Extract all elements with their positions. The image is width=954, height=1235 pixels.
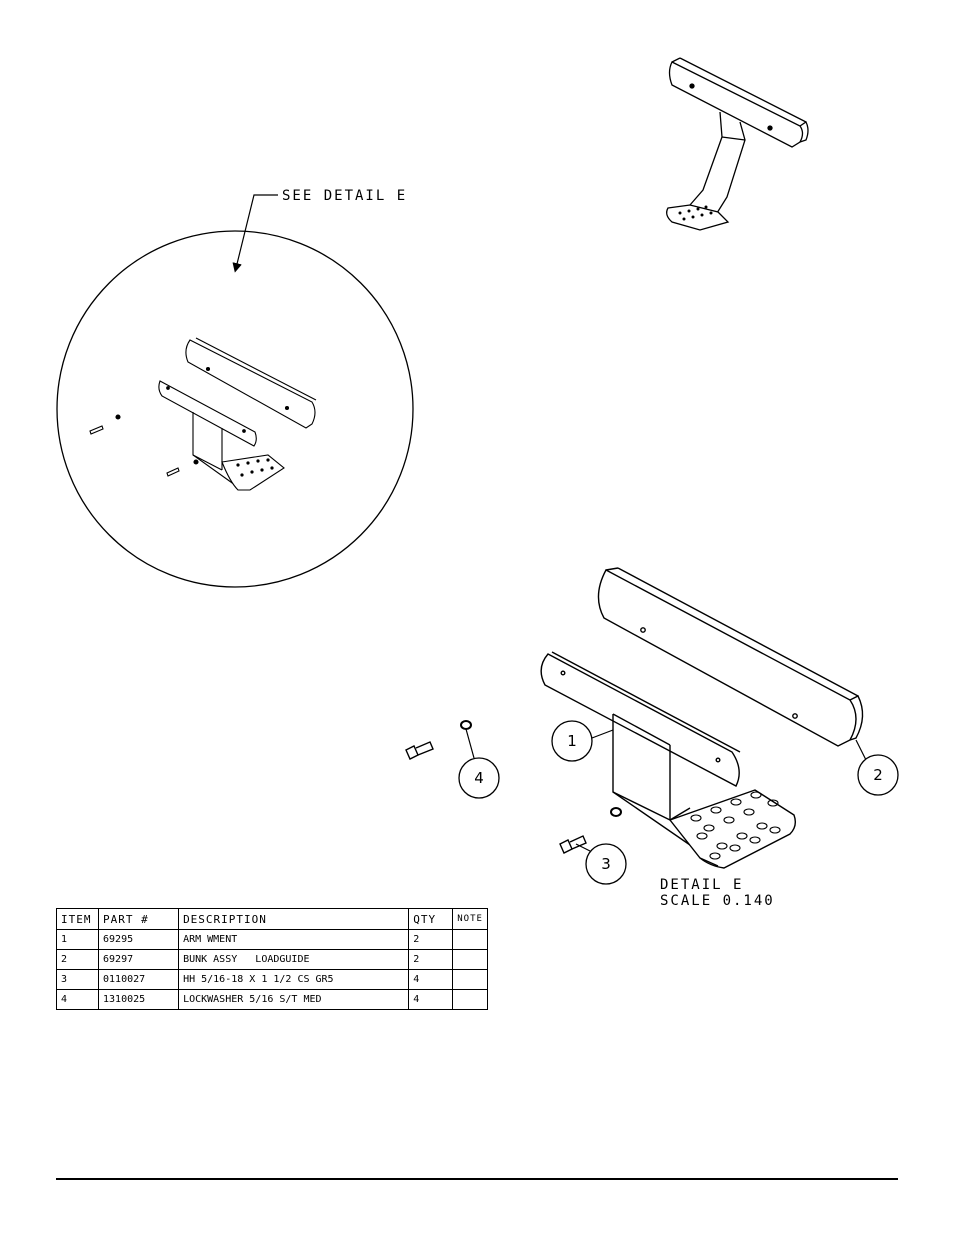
bom-description: BUNK ASSY LOADGUIDE <box>178 949 410 970</box>
bom-header-item: ITEM <box>55 908 100 930</box>
bom-row: 4 1310025 LOCKWASHER 5/16 S/T MED 4 <box>55 989 488 1010</box>
bom-note <box>452 929 488 950</box>
assembled-view <box>666 57 809 231</box>
bom-note <box>452 989 488 1010</box>
bom-row: 1 69295 ARM WMENT 2 <box>55 929 488 950</box>
bom-qty: 2 <box>408 929 454 950</box>
bom-item: 1 <box>55 929 100 950</box>
detail-title-line2: SCALE 0.140 <box>660 893 775 909</box>
bom-item: 4 <box>55 989 100 1010</box>
balloon-2: 2 <box>855 739 899 796</box>
detail-title-line1: DETAIL E <box>660 877 743 893</box>
bom-note <box>452 949 488 970</box>
bom-qty: 4 <box>408 989 454 1010</box>
bom-row: 3 0110027 HH 5/16-18 X 1 1/2 CS GR5 4 <box>55 969 488 990</box>
see-detail-label: SEE DETAIL E <box>282 188 407 204</box>
balloon-3: 3 <box>575 843 627 885</box>
balloon-1-label: 1 <box>567 732 577 750</box>
bill-of-materials-table: ITEM PART # DESCRIPTION QTY NOTE 1 69295… <box>55 908 488 1010</box>
bom-header-qty: QTY <box>408 908 454 930</box>
bom-qty: 2 <box>408 949 454 970</box>
bom-part: 1310025 <box>98 989 180 1010</box>
bom-description: ARM WMENT <box>178 929 410 950</box>
bom-item: 3 <box>55 969 100 990</box>
bom-part: 69295 <box>98 929 180 950</box>
bom-qty: 4 <box>408 969 454 990</box>
bom-header-note: NOTE <box>452 908 488 930</box>
bom-header-description: DESCRIPTION <box>178 908 410 930</box>
balloon-1: 1 <box>551 720 614 762</box>
bom-description: HH 5/16-18 X 1 1/2 CS GR5 <box>178 969 410 990</box>
footer-divider <box>56 1178 898 1180</box>
bom-row: 2 69297 BUNK ASSY LOADGUIDE 2 <box>55 949 488 970</box>
bom-part: 0110027 <box>98 969 180 990</box>
bom-header-part: PART # <box>98 908 180 930</box>
bom-part: 69297 <box>98 949 180 970</box>
balloon-4: 4 <box>458 728 500 799</box>
bom-note <box>452 969 488 990</box>
bom-header-row: ITEM PART # DESCRIPTION QTY NOTE <box>55 908 488 930</box>
detail-e-view <box>405 567 864 869</box>
detail-callout-leader <box>232 194 278 273</box>
balloon-2-label: 2 <box>873 766 883 784</box>
bom-description: LOCKWASHER 5/16 S/T MED <box>178 989 410 1010</box>
detail-circle <box>56 230 414 588</box>
balloon-4-label: 4 <box>474 769 484 787</box>
bom-item: 2 <box>55 949 100 970</box>
balloon-3-label: 3 <box>601 855 611 873</box>
